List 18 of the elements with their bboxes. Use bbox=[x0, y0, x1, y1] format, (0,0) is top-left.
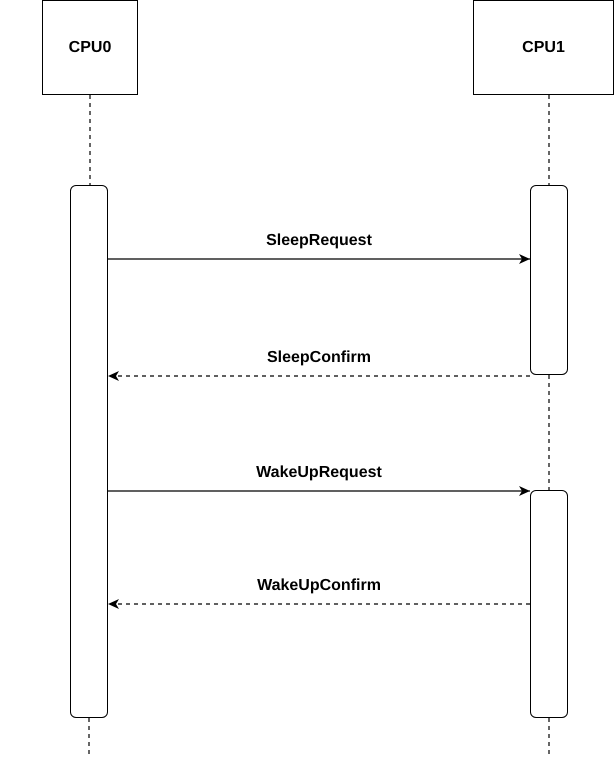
lifeline bbox=[548, 95, 550, 185]
participant-name: CPU0 bbox=[68, 38, 112, 56]
message-arrow bbox=[108, 486, 530, 496]
message-arrow bbox=[108, 599, 530, 609]
message-arrow bbox=[108, 371, 530, 381]
participant-box bbox=[473, 0, 614, 95]
lifeline bbox=[89, 95, 91, 185]
message-label: SleepRequest bbox=[264, 232, 374, 250]
activation-bar bbox=[70, 185, 108, 718]
participant-name: CPU1 bbox=[522, 38, 565, 56]
message-arrow bbox=[108, 254, 530, 264]
activation-bar bbox=[530, 490, 568, 718]
message-label: WakeUpRequest bbox=[254, 464, 384, 482]
activation-bar bbox=[530, 185, 568, 375]
lifeline bbox=[548, 375, 550, 490]
participant-box bbox=[42, 0, 138, 95]
message-label: SleepConfirm bbox=[265, 349, 373, 367]
message-label: WakeUpConfirm bbox=[255, 577, 383, 595]
